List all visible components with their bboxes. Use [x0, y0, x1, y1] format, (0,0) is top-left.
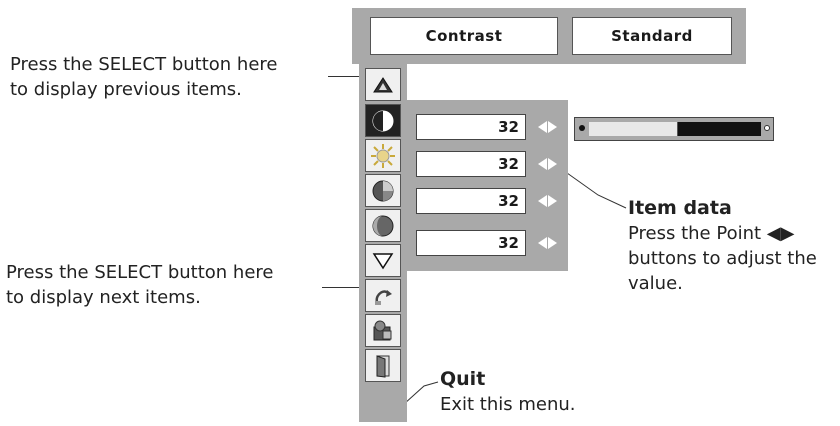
item-data-line1: Press the Point ◀▶: [628, 223, 795, 244]
quit-desc: Exit this menu.: [440, 394, 576, 415]
slider-fill: [589, 122, 678, 136]
item-data-line2: buttons to adjust the: [628, 248, 817, 269]
slider-min-dot: [579, 125, 585, 131]
leader-previous: [328, 76, 362, 77]
previous-note-line1: Press the SELECT button here: [10, 54, 278, 75]
point-right-icon: [547, 237, 557, 249]
store-icon: [373, 320, 392, 340]
quit-note: Quit Exit this menu.: [440, 367, 576, 417]
level-slider[interactable]: [574, 117, 774, 141]
store-menu-button[interactable]: [365, 314, 401, 347]
tint-value-field: 32: [416, 230, 526, 256]
item-data-line3: value.: [628, 273, 683, 294]
picture-mode-box: Standard: [572, 17, 732, 55]
next-note-line1: Press the SELECT button here: [6, 262, 274, 283]
previous-note-line2: to display previous items.: [10, 79, 242, 100]
contrast-point-arrows[interactable]: [532, 114, 562, 140]
point-left-icon: [537, 158, 547, 170]
next-items-note: Press the SELECT button here to display …: [6, 260, 274, 310]
quit-menu-button[interactable]: [365, 349, 401, 382]
leader-item-data: [559, 167, 627, 209]
point-right-icon: [547, 158, 557, 170]
reset-icon: [375, 289, 392, 305]
brightness-value-field: 32: [416, 151, 526, 177]
point-left-icon: [537, 237, 547, 249]
quit-title: Quit: [440, 368, 486, 390]
scroll-down-button[interactable]: [365, 244, 401, 277]
contrast-value-field: 32: [416, 114, 526, 140]
tint-point-arrows[interactable]: [532, 230, 562, 256]
next-note-line2: to display next items.: [6, 287, 201, 308]
contrast-menu-button[interactable]: [365, 104, 401, 137]
slider-max-dot: [764, 125, 770, 131]
point-right-icon: [547, 121, 557, 133]
leader-next: [322, 287, 362, 288]
leader-quit: [403, 381, 439, 405]
color-point-arrows[interactable]: [532, 188, 562, 214]
menu-header-bar: Contrast Standard: [352, 8, 746, 64]
item-data-panel: 32 32 32 32: [407, 100, 568, 271]
contrast-icon: [372, 110, 394, 131]
point-left-icon: [537, 195, 547, 207]
tint-icon: [372, 215, 394, 236]
slider-track: [589, 122, 761, 136]
scroll-up-icon: [373, 76, 393, 92]
quit-icon: [376, 354, 390, 378]
scroll-down-icon: [372, 252, 394, 269]
brightness-icon: [371, 143, 395, 168]
color-icon: [372, 180, 394, 201]
point-left-icon: [537, 121, 547, 133]
menu-item-title: Contrast: [370, 17, 558, 55]
color-menu-button[interactable]: [365, 174, 401, 207]
color-value-field: 32: [416, 188, 526, 214]
menu-icon-column: [359, 64, 407, 422]
previous-items-note: Press the SELECT button here to display …: [10, 52, 278, 102]
item-data-note: Item data Press the Point ◀▶ buttons to …: [628, 196, 817, 296]
reset-menu-button[interactable]: [365, 279, 401, 312]
tint-menu-button[interactable]: [365, 209, 401, 242]
brightness-menu-button[interactable]: [365, 139, 401, 172]
item-data-title: Item data: [628, 197, 732, 219]
point-right-icon: [547, 195, 557, 207]
scroll-up-button[interactable]: [365, 68, 401, 101]
brightness-point-arrows[interactable]: [532, 151, 562, 177]
